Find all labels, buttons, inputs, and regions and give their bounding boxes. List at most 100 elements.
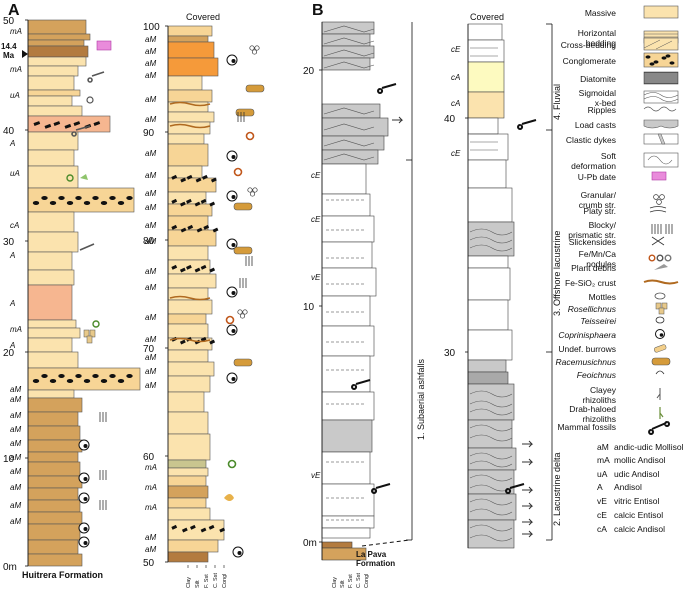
bed xyxy=(167,375,211,393)
granular-structure-icon xyxy=(249,45,255,51)
bed xyxy=(321,57,371,71)
depth-tick-label: 70 xyxy=(143,344,155,355)
grain-size-label: Congl xyxy=(222,574,228,588)
unit-2-label: 2. Lacustrine delta xyxy=(552,452,562,526)
abbreviation-code: vE xyxy=(597,496,607,506)
unit-4-label: 4. Fluvial xyxy=(552,84,562,120)
depth-tick-label: 60 xyxy=(143,452,155,463)
abbreviation-label: calcic Entisol xyxy=(614,510,663,520)
clast xyxy=(126,196,133,200)
mammal-fossil-icon xyxy=(71,125,91,137)
arrow-icon xyxy=(522,458,534,466)
bed xyxy=(27,411,79,427)
legend-label: deformation xyxy=(571,161,616,171)
pedotype-label: cA xyxy=(451,73,460,82)
pedotype-label: aM xyxy=(10,411,21,420)
legend-label: Horizontal xyxy=(578,28,616,38)
depth-tick-label: 0m xyxy=(3,562,17,573)
nodule-icon xyxy=(92,320,100,328)
bed xyxy=(167,57,219,77)
clast xyxy=(209,201,216,207)
grain-size-label: Clay xyxy=(186,577,192,588)
sigmoidal-bedding xyxy=(469,390,513,398)
pedotype-label: cA xyxy=(451,99,460,108)
clast xyxy=(44,123,52,129)
depth-tick-label: 100 xyxy=(143,22,160,33)
bed xyxy=(167,165,203,179)
rosellichnus-icon xyxy=(89,329,96,338)
bed xyxy=(467,23,503,41)
abbreviation-code: cA xyxy=(597,524,607,534)
clast xyxy=(41,374,48,378)
bed xyxy=(167,323,209,339)
clast xyxy=(171,174,178,180)
clast xyxy=(190,524,196,530)
burrow-icon xyxy=(224,494,234,501)
mammal-fossil-icon xyxy=(505,483,525,494)
bed xyxy=(321,215,375,243)
legend-swatch-slick xyxy=(651,236,665,246)
pedotype-label: aM xyxy=(10,439,21,448)
clast xyxy=(83,379,91,383)
legend-label: nodules xyxy=(586,259,616,269)
clast xyxy=(92,196,99,200)
bed xyxy=(467,299,509,331)
pedotype-label: aM xyxy=(10,425,21,434)
bed xyxy=(321,325,375,357)
pedotype-label: cE xyxy=(451,149,461,158)
pedotype-label: aM xyxy=(145,545,156,554)
mammal-fossil-icon xyxy=(79,243,95,251)
bed xyxy=(27,187,135,213)
pedotype-label: vE xyxy=(311,273,321,282)
pedotype-label: aM xyxy=(145,115,156,124)
clast xyxy=(195,177,202,183)
depth-tick-label: 50 xyxy=(143,558,155,569)
legend-label: Coprinisphaera xyxy=(558,330,616,340)
pedotype-label: aM xyxy=(10,395,21,404)
fe-sio2-crust xyxy=(169,123,211,129)
bed xyxy=(27,439,83,453)
bed xyxy=(27,149,75,167)
pedotype-label: aM xyxy=(145,171,156,180)
bed xyxy=(467,159,507,189)
depth-tick-label: 10 xyxy=(303,302,315,313)
bed xyxy=(167,111,215,123)
sigmoidal-bedding xyxy=(469,452,513,460)
pedotype-label: aM xyxy=(145,95,156,104)
unit-1-label: 1. Subaerial ashfalls xyxy=(416,358,426,440)
bed xyxy=(321,391,375,421)
pedotype-label: mA xyxy=(145,463,157,472)
abbreviation-label: Andisol xyxy=(614,482,642,492)
pedotype-label: mA xyxy=(145,503,157,512)
pedotype-label: aM xyxy=(145,221,156,230)
legend-swatch-feoich xyxy=(655,370,665,375)
legend-label: Clayey xyxy=(590,385,617,395)
granular-structure-icon xyxy=(251,49,258,55)
abbreviation-label: vitric Entisol xyxy=(614,496,659,506)
pedotype-label: A xyxy=(9,139,15,148)
mammal-fossil-icon xyxy=(371,483,391,494)
legend-swatch-mammal xyxy=(648,421,671,435)
bed xyxy=(27,231,79,253)
legend-label: U-Pb date xyxy=(578,172,617,182)
sigmoidal-bedding xyxy=(469,534,513,542)
clast xyxy=(53,121,61,126)
legend-swatch-conglomerate xyxy=(643,52,679,68)
bed xyxy=(167,459,207,469)
depth-tick-label: 50 xyxy=(3,16,15,27)
bed xyxy=(167,433,211,461)
clast xyxy=(209,339,216,345)
bed xyxy=(167,391,205,413)
bed xyxy=(27,397,83,413)
legend-label: Granular/ xyxy=(581,190,617,200)
bed xyxy=(27,269,75,286)
coprinisphaera-icon xyxy=(231,377,236,381)
arrow-icon xyxy=(392,116,404,124)
cross-bedding xyxy=(323,61,375,69)
mammal-fossil-icon xyxy=(351,379,371,390)
bed xyxy=(27,389,75,399)
bed xyxy=(27,351,79,369)
depth-tick-label: 40 xyxy=(3,126,15,137)
granular-structure-icon xyxy=(239,313,246,319)
